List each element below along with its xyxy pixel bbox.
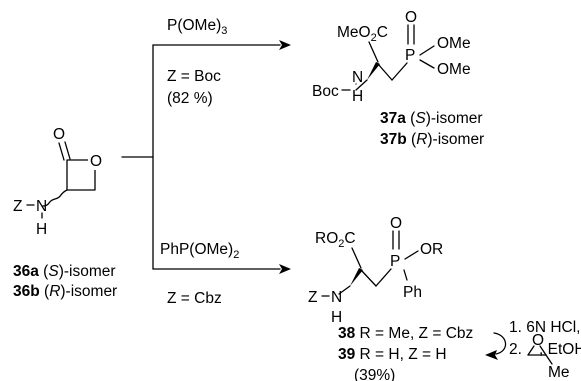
nh-hydrogen-38: H <box>331 309 342 326</box>
phosphorus-37: P <box>405 47 415 64</box>
nitrogen-38: N <box>331 289 342 306</box>
ester-group-38: RO2C <box>315 230 356 250</box>
phosphoryl-oxygen-38: O <box>390 215 402 232</box>
condition-z-cbz: Z = Cbz <box>167 290 222 307</box>
product-37: MeO2C Boc N H P O OMe OMe 37a (S)-isomer… <box>312 9 484 148</box>
wavy-stereo-bond <box>42 189 68 207</box>
bond-ester-to-calpha <box>368 41 379 63</box>
bond-calpha-ch2 <box>377 63 393 81</box>
or-group: OR <box>420 241 443 258</box>
bond-calpha-nh-38 <box>338 285 351 295</box>
yield-82: (82 %) <box>167 90 213 107</box>
ring-oxygen: O <box>90 153 102 170</box>
epoxide-methyl: Me <box>548 364 570 381</box>
curved-arrow <box>493 332 507 355</box>
condition-z-boc: Z = Boc <box>167 68 221 85</box>
epoxide-methyl-bond <box>545 354 553 365</box>
bond-ch2-p-38 <box>375 268 392 287</box>
step-2-label: 2. <box>509 341 522 358</box>
methyl-ester-group: MeO2C <box>337 24 388 44</box>
nitrogen-37: N <box>352 69 363 86</box>
methoxy-1: OMe <box>437 35 471 52</box>
stereo-bond-37 <box>367 62 380 80</box>
compound-label-38: 38 R = Me, Z = Cbz <box>338 325 473 342</box>
compound-label-37a: 37a (S)-isomer <box>380 110 483 127</box>
p-ome-bond-2 <box>419 59 435 69</box>
nh-hydrogen: H <box>36 221 47 238</box>
compound-label-37b: 37b (R)-isomer <box>380 131 484 148</box>
nitrogen: N <box>36 198 47 215</box>
reagent-phenyl-phosphonite: PhP(OMe)2 <box>160 241 239 261</box>
epoxide-oxygen: O <box>532 332 544 349</box>
phenyl-group: Ph <box>403 284 422 301</box>
reagents: P(OMe)3 Z = Boc (82 %) PhP(OMe)2 Z = Cbz <box>160 17 239 307</box>
carbonyl-oxygen: O <box>53 126 65 143</box>
methoxy-2: OMe <box>437 61 471 78</box>
p-ome-bond-1 <box>419 45 435 56</box>
z-group: Z <box>13 198 22 215</box>
arrow-bottom-head <box>279 264 291 274</box>
product-38-39: RO2C Z N H P O OR Ph 38 R = Me, Z = Cbz … <box>308 215 473 381</box>
step-1-hcl: 1. 6N HCl, <box>509 319 581 336</box>
compound-label-39: 39 R = H, Z = H <box>338 346 447 363</box>
carbonyl-double-bond-2 <box>64 141 71 160</box>
bond-ch2-p <box>391 62 408 81</box>
curved-arrow-head <box>485 350 498 360</box>
carbonyl-double-bond <box>58 142 65 161</box>
epoxide-ring-right <box>539 345 547 356</box>
phosphoryl-oxygen-37: O <box>405 9 417 26</box>
epoxide-ring-left <box>527 345 535 356</box>
branching-arrows <box>121 40 291 274</box>
p-ph-bond <box>403 269 408 281</box>
lactone-ring <box>66 159 96 191</box>
p-or-bond <box>404 250 419 260</box>
z-group-38: Z <box>308 289 317 306</box>
starting-material-36: O O Z N H 36a (S)-isomer 36b (R)-isomer <box>13 126 117 300</box>
yield-39: (39%) <box>354 367 395 381</box>
compound-label-36a: 36a (S)-isomer <box>13 263 116 280</box>
bond-calpha-ch2-38 <box>360 269 377 287</box>
boc-group: Boc <box>312 83 339 100</box>
epoxide-icon: O Me <box>527 332 570 381</box>
conversion-38-to-39: 1. 6N HCl, 2. O Me , EtOH <box>485 319 581 381</box>
arrow-top-head <box>279 40 291 50</box>
phosphorus-38: P <box>390 253 400 270</box>
ethanol-solvent: , EtOH <box>539 341 581 358</box>
nh-hydrogen-37: H <box>352 88 363 105</box>
bond-ester-to-calpha-38 <box>351 247 362 269</box>
compound-label-36b: 36b (R)-isomer <box>13 283 117 300</box>
stereo-bond-38 <box>350 268 363 286</box>
reagent-trimethyl-phosphite: P(OMe)3 <box>167 17 227 37</box>
bond-calpha-nh <box>355 79 368 91</box>
